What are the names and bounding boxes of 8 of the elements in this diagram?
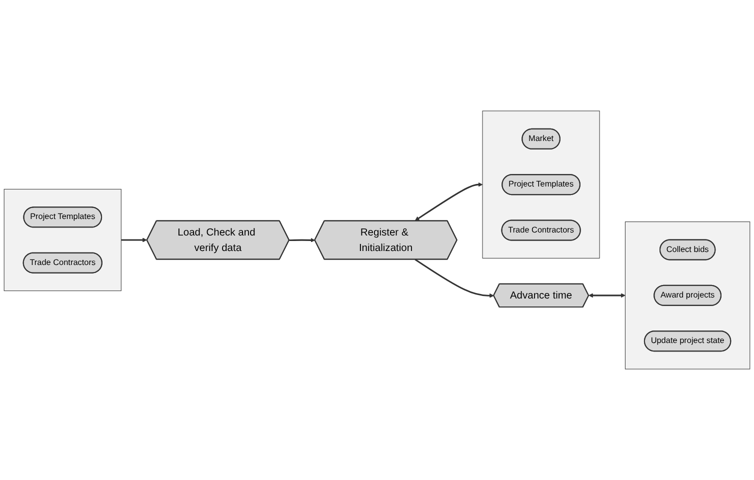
arrow (588, 293, 626, 298)
arrow (414, 182, 483, 221)
arrow (121, 238, 148, 242)
cluster (624, 222, 750, 370)
cluster (4, 188, 122, 292)
arrow (414, 258, 494, 298)
arrow (289, 238, 316, 242)
cluster (482, 110, 600, 258)
